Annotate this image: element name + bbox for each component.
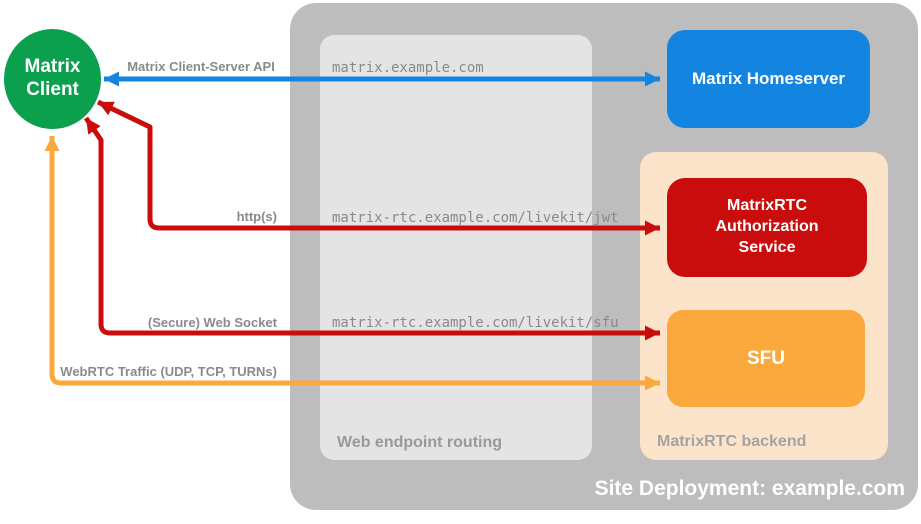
web-endpoint-routing-label: Web endpoint routing <box>337 434 503 451</box>
web-endpoint-routing-container <box>320 35 592 460</box>
node-matrixrtc-authorization-service: MatrixRTC Authorization Service <box>667 178 867 277</box>
node-matrix-homeserver: Matrix Homeserver <box>667 30 870 128</box>
node-sfu: SFU <box>667 310 865 407</box>
route-livekit-jwt: matrix-rtc.example.com/livekit/jwt <box>332 210 619 226</box>
node-matrix-client: Matrix Client <box>4 29 101 129</box>
node-matrix-client-label: Matrix Client <box>24 56 81 100</box>
edge-client-server-api-label: Matrix Client-Server API <box>127 59 275 74</box>
matrixrtc-backend-label: MatrixRTC backend <box>657 433 807 450</box>
edge-https-label: http(s) <box>236 209 277 224</box>
node-matrix-homeserver-label: Matrix Homeserver <box>691 69 846 88</box>
route-livekit-sfu: matrix-rtc.example.com/livekit/sfu <box>332 315 619 331</box>
site-deployment-label: Site Deployment: example.com <box>594 477 905 500</box>
edge-webrtc-traffic-label: WebRTC Traffic (UDP, TCP, TURNs) <box>60 364 277 379</box>
edge-websocket-label: (Secure) Web Socket <box>147 315 277 330</box>
route-matrix-example-com: matrix.example.com <box>332 60 484 76</box>
node-sfu-label: SFU <box>747 347 785 369</box>
node-matrixrtc-authorization-service-label: MatrixRTC Authorization Service <box>715 197 819 256</box>
